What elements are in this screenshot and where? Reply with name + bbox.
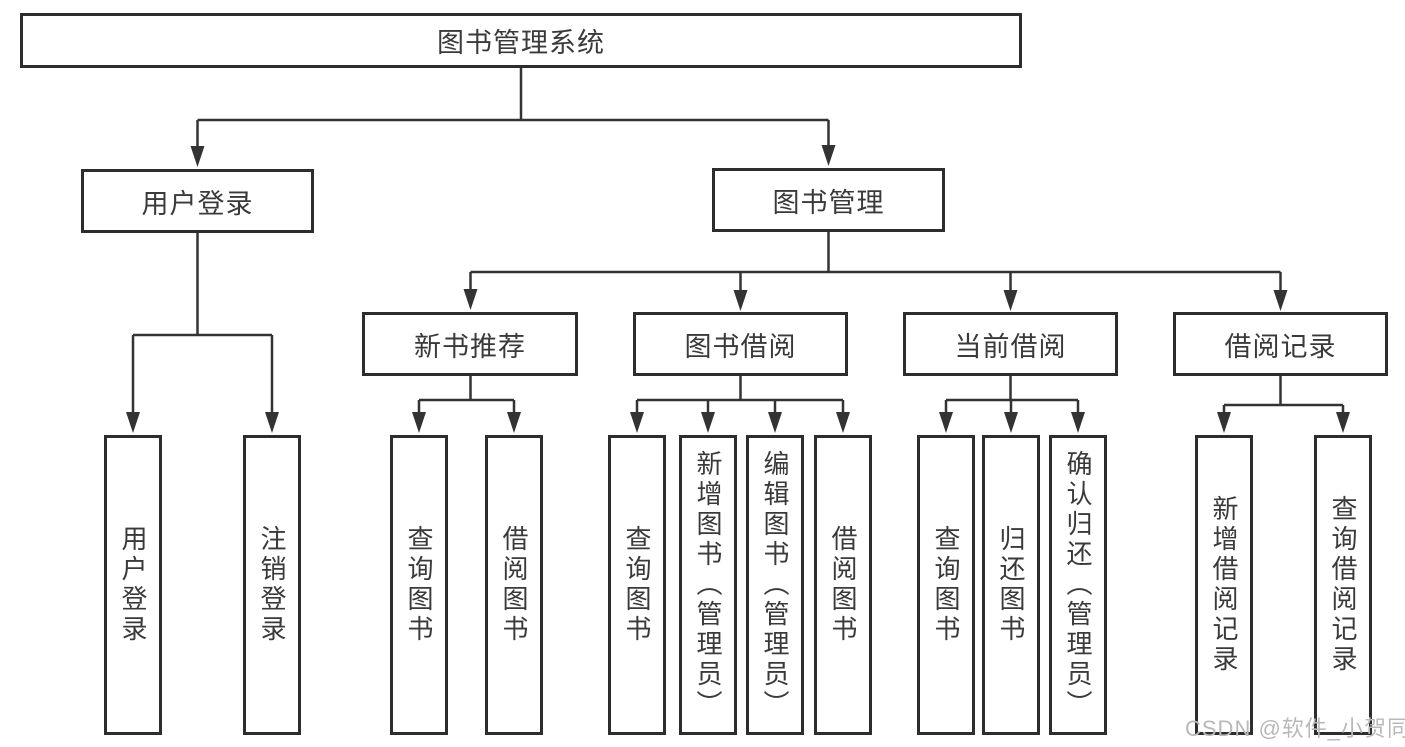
node-ul-logout: 注销登录 bbox=[243, 435, 301, 735]
node-cb-query-label: 查询图书 bbox=[931, 525, 961, 645]
node-br-add: 新增借阅记录 bbox=[1195, 435, 1253, 735]
node-book-borrow: 图书借阅 bbox=[633, 312, 848, 376]
node-cb-return-label: 归还图书 bbox=[996, 525, 1026, 645]
node-cb-query: 查询图书 bbox=[917, 435, 975, 735]
node-cb-return: 归还图书 bbox=[982, 435, 1040, 735]
node-ul-user-login-label: 用户登录 bbox=[118, 525, 148, 645]
node-bb-edit: 编辑图书（管理员） bbox=[746, 435, 804, 735]
node-br-query: 查询借阅记录 bbox=[1314, 435, 1372, 735]
node-bb-query: 查询图书 bbox=[608, 435, 666, 735]
node-book-mgmt: 图书管理 bbox=[712, 168, 945, 232]
node-book-mgmt-label: 图书管理 bbox=[772, 187, 885, 218]
node-current-borrow: 当前借阅 bbox=[903, 312, 1118, 376]
node-ul-user-login: 用户登录 bbox=[104, 435, 162, 735]
node-bb-borrow-label: 借阅图书 bbox=[828, 525, 858, 645]
node-bb-query-label: 查询图书 bbox=[622, 525, 652, 645]
node-borrow-records: 借阅记录 bbox=[1173, 312, 1388, 376]
node-br-add-label: 新增借阅记录 bbox=[1209, 495, 1239, 675]
node-user-login: 用户登录 bbox=[81, 169, 314, 233]
node-bb-add-label: 新增图书（管理员） bbox=[693, 450, 723, 720]
node-book-borrow-label: 图书借阅 bbox=[684, 331, 797, 362]
node-cb-confirm: 确认归还（管理员） bbox=[1049, 435, 1107, 735]
node-root: 图书管理系统 bbox=[20, 13, 1022, 68]
node-nbr-borrow: 借阅图书 bbox=[485, 435, 543, 735]
node-ul-logout-label: 注销登录 bbox=[257, 525, 287, 645]
node-cb-confirm-label: 确认归还（管理员） bbox=[1063, 450, 1093, 720]
node-br-query-label: 查询借阅记录 bbox=[1328, 495, 1358, 675]
node-bb-add: 新增图书（管理员） bbox=[679, 435, 737, 735]
node-new-book-rec-label: 新书推荐 bbox=[414, 331, 526, 362]
node-nbr-query: 查询图书 bbox=[390, 435, 448, 735]
watermark: CSDN @软件_小贺同学 bbox=[1185, 716, 1405, 741]
node-root-label: 图书管理系统 bbox=[437, 28, 605, 58]
node-bb-borrow: 借阅图书 bbox=[814, 435, 872, 735]
connector-edges bbox=[131, 66, 1345, 413]
node-nbr-query-label: 查询图书 bbox=[404, 525, 434, 645]
node-user-login-label: 用户登录 bbox=[141, 188, 254, 219]
node-nbr-borrow-label: 借阅图书 bbox=[499, 525, 529, 645]
node-bb-edit-label: 编辑图书（管理员） bbox=[760, 450, 790, 720]
arrowhead-icons bbox=[126, 145, 1350, 433]
node-new-book-rec: 新书推荐 bbox=[362, 312, 578, 376]
node-current-borrow-label: 当前借阅 bbox=[954, 331, 1067, 362]
node-borrow-records-label: 借阅记录 bbox=[1224, 331, 1337, 362]
